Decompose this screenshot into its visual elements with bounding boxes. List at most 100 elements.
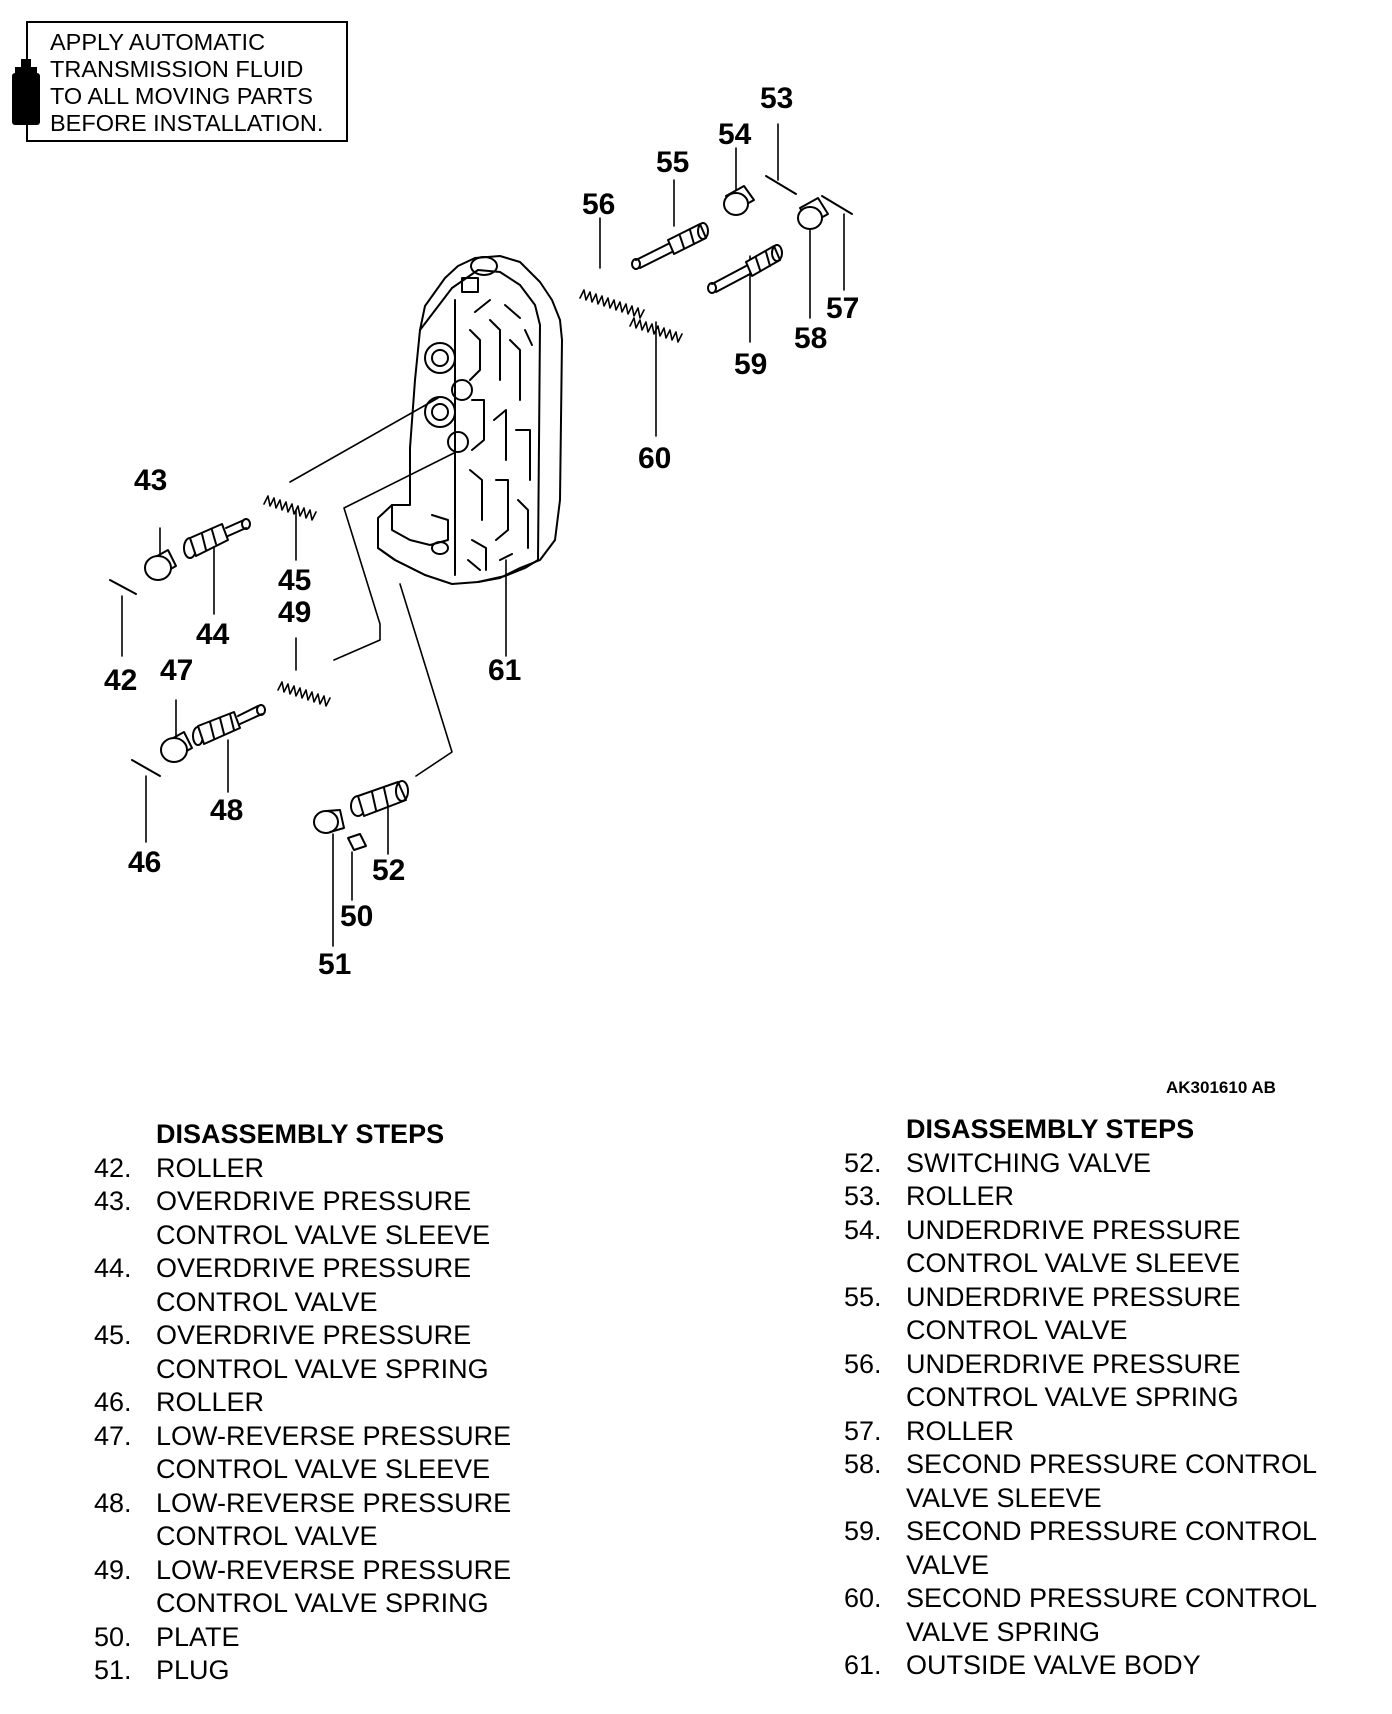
step-item: 46.ROLLER <box>94 1386 511 1420</box>
callout-53: 53 <box>760 82 793 115</box>
step-label-line: VALVE SLEEVE <box>906 1482 1102 1513</box>
step-number: 57. <box>844 1415 882 1446</box>
roller-57 <box>821 195 853 215</box>
step-label-line: CONTROL VALVE <box>156 1521 378 1551</box>
outside-valve-body <box>377 255 563 585</box>
step-number: 42. <box>94 1152 132 1183</box>
roller-53 <box>765 175 797 195</box>
step-label-line: CONTROL VALVE <box>156 1286 378 1317</box>
plate-50 <box>347 833 367 851</box>
spring-60 <box>629 317 683 343</box>
step-label: ROLLER <box>156 1152 264 1186</box>
leader-lines <box>121 123 845 947</box>
step-number: 47. <box>94 1420 132 1451</box>
callout-51: 51 <box>318 948 351 981</box>
step-label-line: CONTROL VALVE SLEEVE <box>156 1454 491 1484</box>
note-line: BEFORE INSTALLATION. <box>50 110 324 136</box>
callout-61: 61 <box>488 654 521 687</box>
step-label-line: OUTSIDE VALVE BODY <box>906 1650 1201 1680</box>
overdrive-pressure-control-valve-44 <box>183 518 251 559</box>
step-number: 52. <box>844 1147 882 1178</box>
step-number: 44. <box>94 1253 132 1283</box>
callout-49: 49 <box>278 596 311 629</box>
spring-45 <box>263 495 317 521</box>
step-label-line: OVERDRIVE PRESSURE <box>156 1186 472 1216</box>
figure-reference: AK301610 AB <box>1166 1078 1276 1097</box>
callout-numbers: 53 54 55 56 57 58 59 60 43 44 45 49 42 4… <box>104 82 859 981</box>
step-item: 50.PLATE <box>94 1621 511 1655</box>
step-number: 51. <box>94 1655 132 1685</box>
step-number: 48. <box>94 1487 132 1518</box>
step-label-line: ROLLER <box>156 1152 265 1183</box>
fluid-bottle-icon <box>12 59 40 125</box>
step-label-line: OVERDRIVE PRESSURE <box>156 1253 472 1283</box>
right-steps-heading: DISASSEMBLY STEPS <box>906 1114 1195 1144</box>
step-label-line: CONTROL VALVE SLEEVE <box>156 1219 491 1250</box>
step-label-line: CONTROL VALVE <box>906 1315 1128 1345</box>
step-number: 49. <box>94 1554 132 1585</box>
callout-55: 55 <box>656 146 689 179</box>
step-number: 54. <box>844 1214 882 1245</box>
exploded-valve-body-diagram: 53 54 55 56 57 58 59 60 43 44 45 49 42 4… <box>104 82 859 981</box>
callout-58: 58 <box>794 322 827 355</box>
step-label-line: ROLLER <box>156 1387 265 1417</box>
step-item: 42. ROLLER <box>94 1152 511 1186</box>
callout-46: 46 <box>128 846 161 879</box>
callout-60: 60 <box>638 442 671 475</box>
step-item: 53.ROLLER <box>844 1180 1317 1214</box>
step-label: ROLLER <box>906 1415 1014 1449</box>
note-line: TRANSMISSION FLUID <box>50 56 304 82</box>
note-line: TO ALL MOVING PARTS <box>50 83 313 109</box>
valve-sleeve-58 <box>797 197 829 230</box>
step-label-line: SECOND PRESSURE CONTROL <box>906 1516 1318 1546</box>
callout-47: 47 <box>160 654 193 687</box>
step-label: ROLLER <box>906 1180 1014 1214</box>
step-item: 51. PLUG <box>94 1654 511 1688</box>
step-label-line: VALVE <box>906 1549 990 1580</box>
callout-45: 45 <box>278 564 311 597</box>
step-label: SWITCHING VALVE <box>906 1147 1151 1181</box>
step-label-line: LOW-REVERSE PRESSURE <box>156 1554 512 1585</box>
step-number: 58. <box>844 1449 882 1479</box>
step-label-line: PLUG <box>156 1655 230 1685</box>
callout-57: 57 <box>826 292 859 325</box>
step-label-line: UNDERDRIVE PRESSURE <box>906 1214 1241 1245</box>
step-label-line: ROLLER <box>906 1415 1015 1446</box>
step-item: 52. SWITCHING VALVE <box>844 1147 1317 1181</box>
low-reverse-pressure-control-valve-48 <box>192 704 266 746</box>
step-number: 43. <box>94 1186 132 1216</box>
step-label: PLUG <box>156 1654 230 1688</box>
step-label-line: LOW-REVERSE PRESSURE <box>156 1487 512 1518</box>
step-label: OUTSIDE VALVE BODY <box>906 1649 1201 1683</box>
step-label: ROLLER <box>156 1386 264 1420</box>
callout-50: 50 <box>340 900 373 933</box>
step-label-line: CONTROL VALVE SPRING <box>156 1353 489 1384</box>
step-item: 61. OUTSIDE VALVE BODY <box>844 1649 1317 1683</box>
second-pressure-control-valve-59 <box>707 244 783 294</box>
step-number: 50. <box>94 1621 132 1652</box>
step-label-line: CONTROL VALVE SPRING <box>156 1588 489 1618</box>
step-number: 56. <box>844 1348 882 1379</box>
step-number: 60. <box>844 1583 882 1613</box>
step-label-line: VALVE SPRING <box>906 1616 1101 1647</box>
step-number: 61. <box>844 1650 882 1680</box>
callout-52: 52 <box>372 854 405 887</box>
